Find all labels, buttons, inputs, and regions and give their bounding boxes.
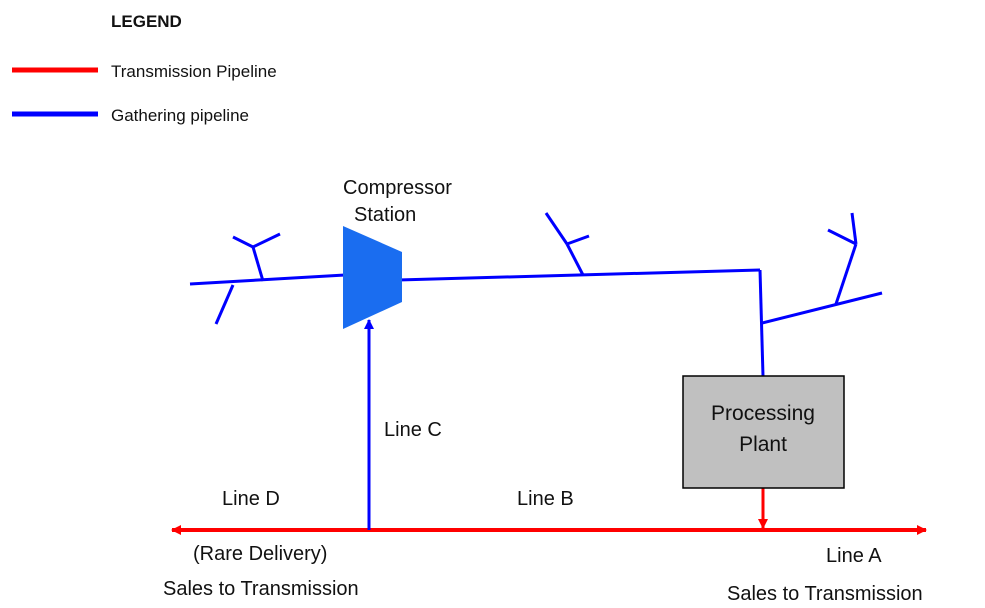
line-d-note: (Rare Delivery) (193, 543, 327, 565)
line-d-caption: Sales to Transmission (163, 578, 359, 600)
legend-title: LEGEND (111, 12, 182, 31)
line-d-label: Line D (222, 488, 280, 510)
compressor-label-line1: Compressor (343, 177, 452, 199)
gathering-network-left (189, 232, 346, 325)
line-c-label: Line C (384, 419, 442, 441)
legend-label-transmission: Transmission Pipeline (111, 62, 277, 81)
line-a-label: Line A (826, 545, 882, 567)
gathering-network-main (397, 212, 883, 377)
line-a-caption: Sales to Transmission (727, 583, 923, 605)
processing-plant-box (682, 375, 845, 489)
compressor-station-icon (343, 226, 402, 329)
processing-plant-label-line2: Plant (739, 433, 787, 456)
legend-label-gathering: Gathering pipeline (111, 106, 249, 125)
compressor-label-line2: Station (354, 204, 416, 226)
processing-plant-label-line1: Processing (711, 402, 815, 425)
line-b-label: Line B (517, 488, 574, 510)
